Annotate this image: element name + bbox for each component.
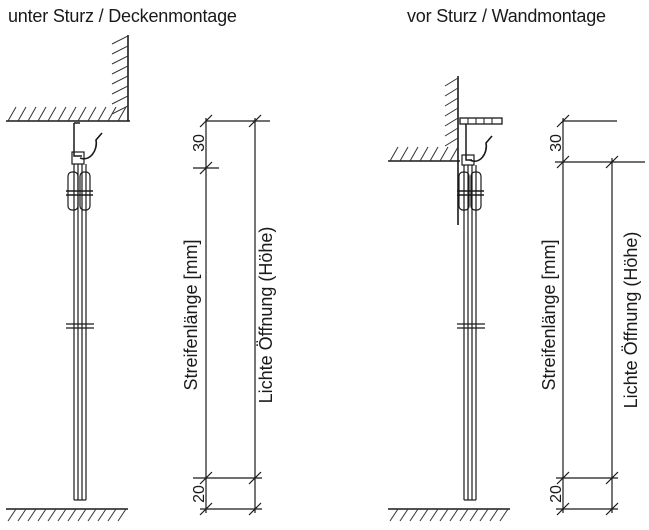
wall-mount-view [388, 76, 645, 522]
floor-left [6, 508, 128, 522]
dimension-lines-right [555, 114, 645, 516]
ceiling-mount-view [6, 35, 270, 522]
lintel-underside-right [388, 146, 460, 162]
dimension-lines-left [193, 114, 270, 516]
strip-hanger-right [457, 117, 503, 501]
floor-right [388, 508, 510, 522]
clear-opening-label-right: Lichte Öffnung (Höhe) [621, 232, 641, 409]
title-wall-mount: vor Sturz / Wandmontage [407, 6, 606, 26]
wall-section-right [444, 76, 459, 225]
dim-top-label-right: 30 [548, 134, 565, 152]
strip-hanger-left [66, 122, 103, 501]
clear-opening-label-left: Lichte Öffnung (Höhe) [256, 227, 276, 404]
dim-bottom-label-left: 20 [191, 485, 208, 503]
lintel-underside-left [6, 106, 130, 122]
title-ceiling-mount: unter Sturz / Deckenmontage [8, 6, 237, 26]
strip-length-label-right: Streifenlänge [mm] [539, 239, 559, 390]
strip-length-label-left: Streifenlänge [mm] [181, 239, 201, 390]
dim-bottom-label-right: 20 [548, 485, 565, 503]
wall-section-left [111, 35, 129, 121]
dim-top-label-left: 30 [191, 134, 208, 152]
